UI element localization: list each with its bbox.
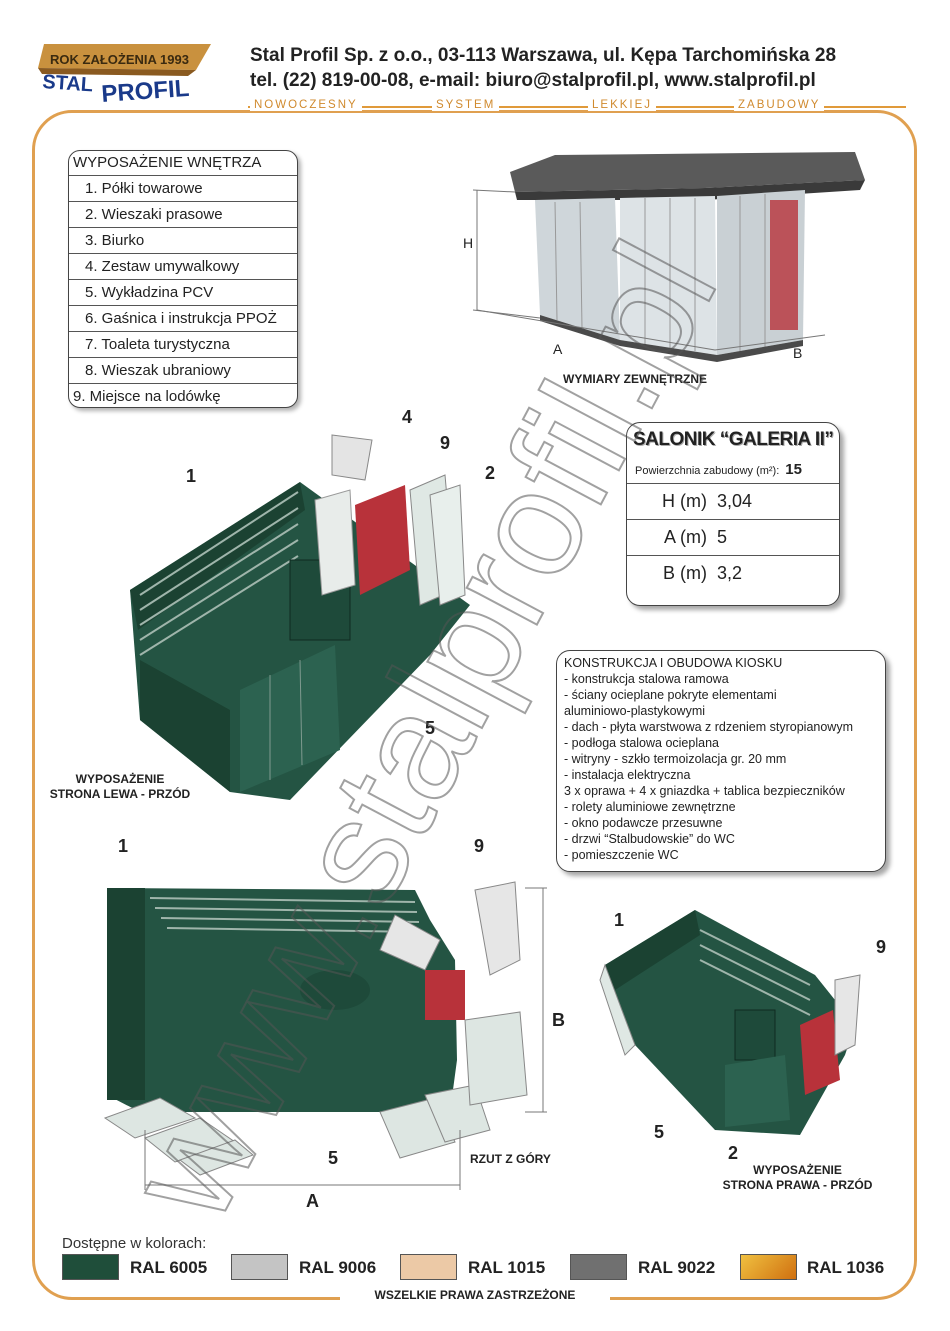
svg-text:B: B <box>793 345 802 361</box>
spec-area-row: Powierzchnia zabudowy (m²): 15 <box>627 457 839 484</box>
color-swatch-label: RAL 1036 <box>807 1258 885 1277</box>
marker-label: 9 <box>440 433 451 453</box>
spec-row: B (m) 3,2 <box>627 556 839 591</box>
top-view-illustration <box>103 881 547 1190</box>
color-swatch <box>740 1254 797 1280</box>
color-swatch <box>570 1254 627 1280</box>
construction-line: aluminiowo-plastykowymi <box>564 704 706 718</box>
construction-line: - podłoga stalowa ocieplana <box>564 736 719 750</box>
spec-area-label: Powierzchnia zabudowy (m²): <box>635 465 780 477</box>
construction-line: - ściany ocieplane pokryte elementami <box>564 688 777 702</box>
construction-line: - drzwi “Stalbudowskie” do WC <box>564 832 735 846</box>
spec-title: SALONIK “GALERIA II” <box>633 429 834 450</box>
construction-line: - okno podawcze przesuwne <box>564 816 723 830</box>
equipment-item: 7. Toaleta turystyczna <box>69 332 297 358</box>
construction-line: - pomieszczenie WC <box>564 848 679 862</box>
marker-label: 9 <box>876 937 887 957</box>
left-view-caption-2: STRONA LEWA - PRZÓD <box>49 787 191 801</box>
svg-text:PROFIL: PROFIL <box>101 75 191 108</box>
equipment-item: 4. Zestaw umywalkowy <box>69 254 297 280</box>
construction-line: - witryny - szkło termoizolacja gr. 20 m… <box>564 752 787 766</box>
marker-label: 1 <box>118 836 129 856</box>
spec-row: H (m) 3,04 <box>627 484 839 520</box>
dimension-a-label: A <box>306 1191 319 1211</box>
marker-label: 5 <box>328 1148 339 1168</box>
color-swatch-label: RAL 1015 <box>468 1258 546 1277</box>
marker-label: 2 <box>728 1143 739 1163</box>
construction-title: KONSTRUKCJA I OBUDOWA KIOSKU <box>564 656 783 670</box>
equipment-item: 9. Miejsce na lodówkę <box>73 388 221 405</box>
svg-text:A: A <box>553 341 563 357</box>
color-swatch-label: RAL 6005 <box>130 1258 208 1277</box>
equipment-list: WYPOSAŻENIE WNĘTRZA 1. Półki towarowe 2.… <box>68 150 298 408</box>
dimension-b-label: B <box>552 1010 565 1030</box>
kiosk-exterior-illustration: H A B <box>463 152 865 362</box>
right-view-caption-1: WYPOSAŻENIE <box>753 1163 842 1177</box>
equipment-item: 8. Wieszak ubraniowy <box>69 358 297 384</box>
marker-label: 2 <box>485 463 496 483</box>
company-address: Stal Profil Sp. z o.o., 03-113 Warszawa,… <box>250 45 837 66</box>
tagline-rule <box>248 106 906 108</box>
svg-text:STAL: STAL <box>42 71 94 96</box>
spec-row: A (m) 5 <box>627 520 839 556</box>
exterior-caption: WYMIARY ZEWNĘTRZNE <box>563 372 707 386</box>
equipment-item: 6. Gaśnica i instrukcja PPOŻ <box>69 306 297 332</box>
color-swatch <box>400 1254 457 1280</box>
equipment-item: 5. Wykładzina PCV <box>69 280 297 306</box>
spec-value: 3,2 <box>717 563 743 583</box>
spec-value: 3,04 <box>717 491 753 511</box>
marker-label: 1 <box>614 910 625 930</box>
equipment-item: 1. Półki towarowe <box>69 176 297 202</box>
spec-key: A (m) <box>664 527 707 547</box>
color-swatch-label: RAL 9022 <box>638 1258 716 1277</box>
marker-label: 5 <box>654 1122 665 1142</box>
tagline-word-2: SYSTEM <box>432 99 500 111</box>
left-view-caption-1: WYPOSAŻENIE <box>75 772 165 786</box>
spec-area-value: 15 <box>785 461 802 478</box>
construction-line: - instalacja elektryczna <box>564 768 691 782</box>
tagline-word-4: ZABUDOWY <box>734 99 825 111</box>
spec-table: SALONIK “GALERIA II” Powierzchnia zabudo… <box>626 422 840 606</box>
spec-key: H (m) <box>662 491 707 511</box>
interior-left-illustration <box>130 434 470 800</box>
construction-line: - konstrukcja stalowa ramowa <box>564 672 729 686</box>
company-contact: tel. (22) 819-00-08, e-mail: biuro@stalp… <box>250 70 816 91</box>
construction-line: 3 x oprawa + 4 x gniazdka + tablica bezp… <box>564 784 845 798</box>
marker-label: 4 <box>402 407 413 427</box>
tagline-word-1: NOWOCZESNY <box>250 99 362 111</box>
colors-title: Dostępne w kolorach: <box>62 1235 207 1252</box>
svg-text:H: H <box>463 235 473 251</box>
company-logo: ROK ZAŁOŻENIA 1993 STAL PROFIL <box>38 44 211 108</box>
spec-value: 5 <box>717 527 728 547</box>
right-view-caption-2: STRONA PRAWA - PRZÓD <box>722 1178 873 1192</box>
interior-right-illustration <box>599 910 861 1135</box>
color-swatch <box>231 1254 288 1280</box>
marker-label: 5 <box>425 718 436 738</box>
construction-line: - rolety aluminiowe zewnętrzne <box>564 800 736 814</box>
equipment-title: WYPOSAŻENIE WNĘTRZA <box>69 151 297 176</box>
footer-rights: WSZELKIE PRAWA ZASTRZEŻONE <box>340 1288 610 1303</box>
tagline-word-3: LEKKIEJ <box>588 99 657 111</box>
construction-line: - dach - płyta warstwowa z rdzeniem styr… <box>564 720 853 734</box>
construction-box: KONSTRUKCJA I OBUDOWA KIOSKU - konstrukc… <box>556 650 886 872</box>
color-swatch <box>62 1254 119 1280</box>
spec-key: B (m) <box>663 563 707 583</box>
top-view-caption: RZUT Z GÓRY <box>470 1152 551 1166</box>
equipment-item: 3. Biurko <box>69 228 297 254</box>
equipment-item: 2. Wieszaki prasowe <box>69 202 297 228</box>
color-swatch-label: RAL 9006 <box>299 1258 377 1277</box>
marker-label: 1 <box>186 466 197 486</box>
svg-text:ROK ZAŁOŻENIA 1993: ROK ZAŁOŻENIA 1993 <box>50 52 189 67</box>
marker-label: 9 <box>474 836 485 856</box>
